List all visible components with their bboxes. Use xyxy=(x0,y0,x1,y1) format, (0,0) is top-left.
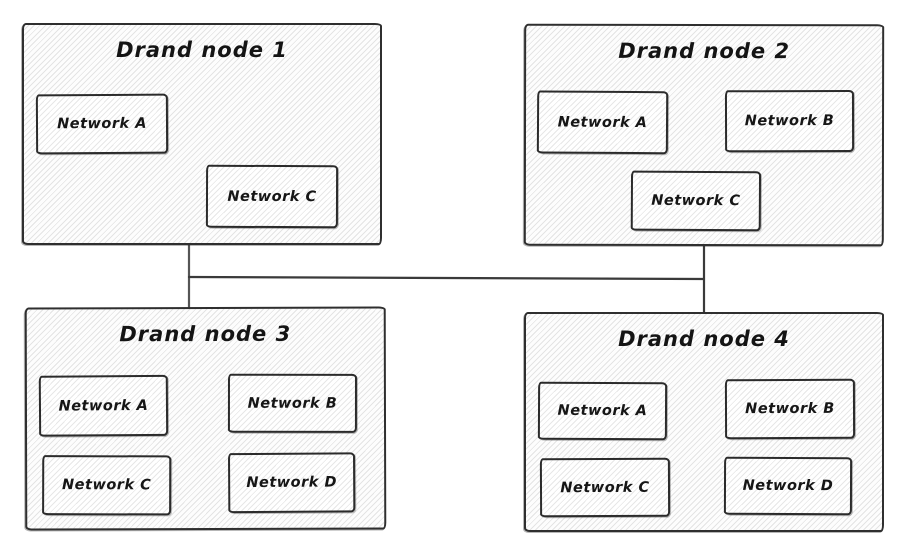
network-label: Network C xyxy=(227,188,317,205)
network-label: Network D xyxy=(742,477,834,495)
network-box: Network C xyxy=(205,164,339,229)
network-label: Network A xyxy=(58,397,149,415)
network-box: Network B xyxy=(724,378,856,440)
network-box: Network B xyxy=(227,373,357,433)
node-title: Drand node 1 xyxy=(116,38,288,62)
network-label: Network C xyxy=(651,192,741,210)
network-label: Network A xyxy=(557,114,648,131)
network-box: Network C xyxy=(42,455,172,516)
network-label: Network C xyxy=(560,479,650,496)
connector-bus-horizontal xyxy=(187,275,706,281)
network-label: Network A xyxy=(557,402,648,420)
network-label: Network A xyxy=(57,115,147,133)
network-label: Network C xyxy=(62,477,152,494)
network-box: Network D xyxy=(227,452,356,514)
network-label: Network B xyxy=(744,113,835,130)
network-label: Network B xyxy=(247,395,338,412)
network-box: Network A xyxy=(537,381,668,441)
network-label: Network D xyxy=(246,474,338,492)
network-box: Network D xyxy=(723,456,853,516)
drand-node-2: Drand node 2 Network A Network B Network… xyxy=(523,23,885,247)
node-title: Drand node 3 xyxy=(119,321,292,347)
drand-node-1: Drand node 1 Network A Network C xyxy=(22,23,382,245)
network-box: Network C xyxy=(630,170,762,232)
network-box: Network A xyxy=(35,93,169,155)
network-box: Network A xyxy=(536,90,669,155)
drand-node-3: Drand node 3 Network A Network B Network… xyxy=(24,306,387,531)
node-title: Drand node 2 xyxy=(618,38,791,64)
network-box: Network B xyxy=(724,89,855,153)
network-label: Network B xyxy=(745,400,835,418)
network-box: Network C xyxy=(539,457,671,518)
node-title: Drand node 4 xyxy=(618,327,790,351)
network-box: Network A xyxy=(38,374,169,437)
drand-node-4: Drand node 4 Network A Network B Network… xyxy=(524,312,884,532)
